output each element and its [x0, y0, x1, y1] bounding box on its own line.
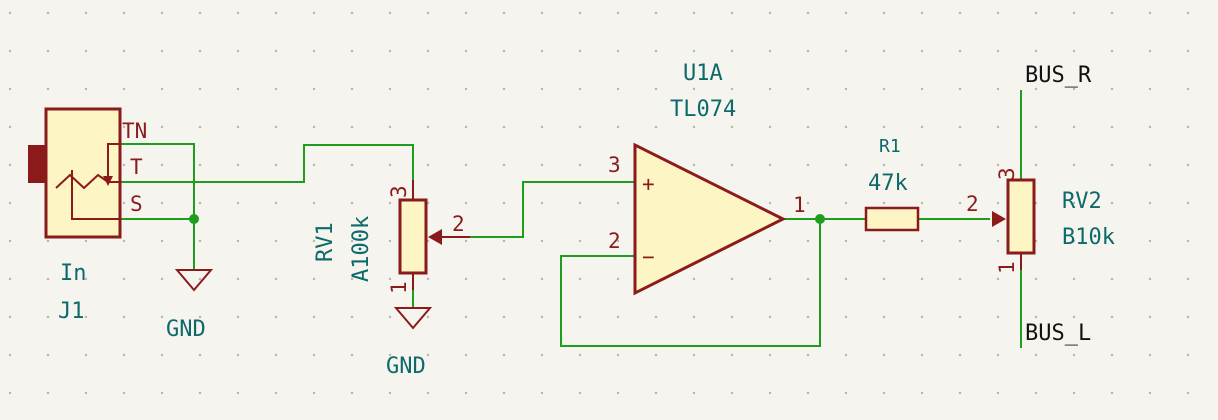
- u1a-triangle: [633, 142, 787, 296]
- bus-l-label[interactable]: BUS_L: [1025, 321, 1091, 346]
- rv2-wiper-arrow: [992, 211, 1006, 227]
- u1a-plus-sign: +: [642, 172, 655, 196]
- j1-switch-arrow: [103, 176, 113, 186]
- wire-j1-tn[interactable]: [120, 143, 195, 219]
- rv2-value-label: B10k: [1062, 225, 1115, 250]
- rv2-pin-2: 2: [966, 192, 979, 216]
- rv2-pin-3: 3: [995, 167, 1019, 180]
- rv1-potentiometer[interactable]: 3 2 1 RV1 A100k: [313, 180, 470, 294]
- junction-gnd: [189, 214, 199, 224]
- gnd-2-label: GND: [386, 354, 426, 379]
- j1-pin-s: S: [130, 192, 143, 216]
- j1-jack-symbol[interactable]: TN T S In J1: [28, 107, 147, 324]
- bus-r-label[interactable]: BUS_R: [1025, 63, 1092, 88]
- rv1-value-label: A100k: [349, 216, 374, 282]
- u1a-opamp[interactable]: + − 3 2 1 U1A TL074: [608, 61, 806, 296]
- u1a-pin-1: 1: [793, 193, 806, 217]
- j1-pin-tn: TN: [122, 119, 147, 143]
- u1a-value-label: TL074: [670, 97, 736, 122]
- gnd-symbol-1[interactable]: GND: [166, 269, 214, 342]
- wire-feedback[interactable]: [560, 219, 821, 347]
- grid-dots: [8, 11, 1190, 395]
- r1-value-label: 47k: [868, 171, 908, 196]
- rv1-pin-2: 2: [452, 212, 465, 236]
- gnd-symbol-2[interactable]: GND: [386, 307, 433, 379]
- r1-body: [864, 206, 920, 232]
- u1a-pin-2: 2: [608, 229, 621, 253]
- j1-tn-switch: [107, 143, 120, 182]
- wires: [120, 90, 1022, 348]
- wire-j1-t-to-rv1[interactable]: [120, 144, 414, 183]
- r1-resistor[interactable]: R1 47k: [864, 136, 920, 232]
- r1-ref-label: R1: [879, 136, 901, 157]
- rv2-ref-label: RV2: [1062, 189, 1102, 214]
- junction-output: [815, 214, 825, 224]
- gnd-1-icon: [174, 269, 214, 292]
- rv1-pin-3: 3: [387, 185, 411, 198]
- rv1-wiper-arrow: [428, 229, 442, 245]
- j1-ref-label: J1: [58, 299, 85, 324]
- j1-pin-t: T: [130, 155, 143, 179]
- u1a-ref-label: U1A: [683, 61, 723, 86]
- gnd-1-label: GND: [166, 317, 206, 342]
- j1-sleeve-contact: [71, 170, 120, 220]
- rv1-body: [398, 198, 428, 275]
- rv2-potentiometer[interactable]: 3 2 1 RV2 B10k: [966, 167, 1115, 274]
- rv1-ref-label: RV1: [313, 222, 338, 262]
- gnd-2-icon: [393, 307, 433, 330]
- rv2-body: [1006, 178, 1036, 255]
- u1a-minus-sign: −: [642, 245, 655, 269]
- wire-rv1-wiper-to-opamp[interactable]: [470, 181, 635, 238]
- u1a-pin-3: 3: [608, 153, 621, 177]
- rv1-pin-1: 1: [387, 281, 411, 294]
- rv2-pin-1: 1: [995, 261, 1019, 274]
- j1-value-label: In: [60, 261, 87, 286]
- j1-sleeve: [28, 145, 48, 183]
- wire-j1-s[interactable]: [120, 218, 195, 270]
